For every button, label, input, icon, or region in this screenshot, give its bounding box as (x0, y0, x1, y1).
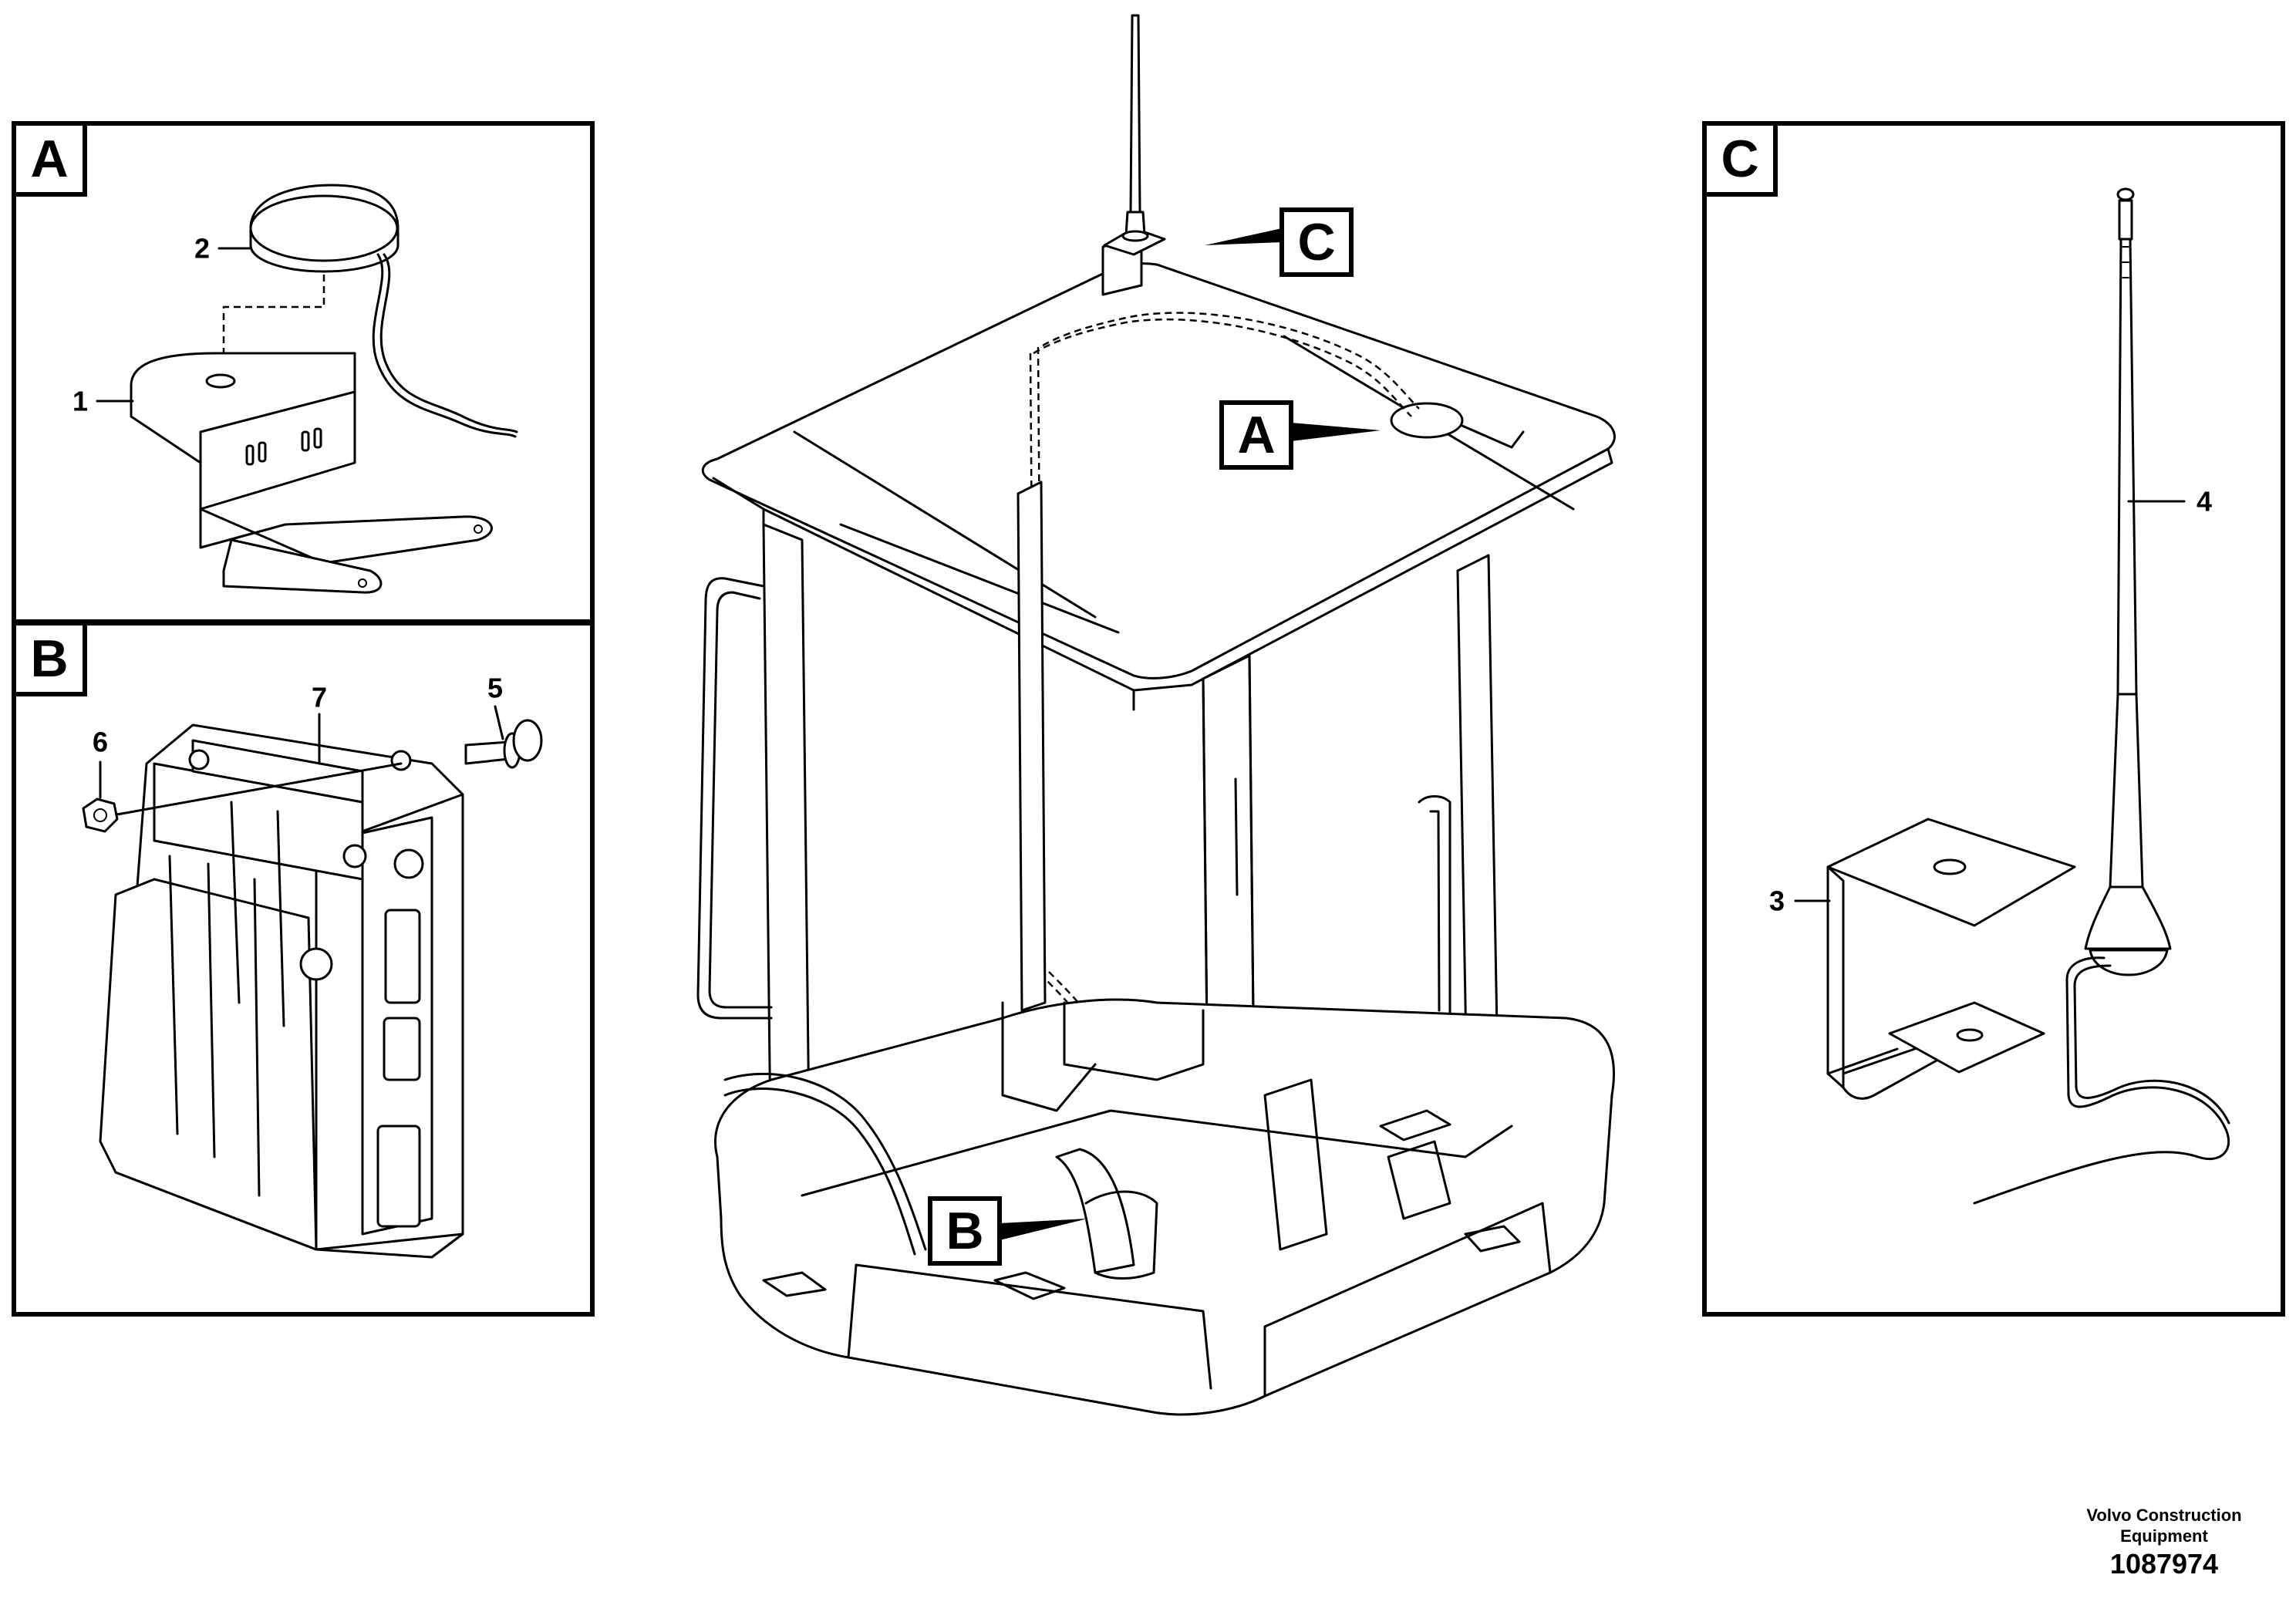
callout-b: B (928, 1196, 1087, 1266)
part-number-7: 7 (312, 682, 327, 713)
callout-c: C (1205, 207, 1354, 277)
screw-drawing (464, 719, 543, 769)
part-number-4: 4 (2197, 486, 2212, 518)
part-number-3: 3 (1769, 885, 1785, 917)
part-number-5: 5 (487, 673, 503, 704)
whip-antenna-drawing (1973, 187, 2230, 1205)
panel-c-letter: C (1721, 130, 1758, 188)
callout-a: A (1219, 400, 1381, 470)
antenna-bracket-c-drawing (1826, 818, 2076, 1100)
gps-antenna-drawing (222, 184, 518, 438)
part-number-2: 2 (194, 233, 210, 265)
brand-line-1: Volvo Construction (2086, 1506, 2241, 1525)
panel-a-letter: A (30, 130, 68, 188)
nut-drawing (82, 798, 119, 833)
figure-number: 1087974 (2110, 1548, 2218, 1580)
callout-b-letter: B (946, 1202, 983, 1260)
antenna-bracket-drawing (130, 352, 493, 594)
control-unit-drawing (99, 723, 464, 1259)
part-number-1: 1 (72, 386, 88, 417)
footer-brand: Volvo Construction Equipment 1087974 (2086, 1506, 2241, 1580)
detail-panel-a: A 2 1 (12, 121, 595, 624)
cab-frame-drawing (696, 14, 1616, 1416)
detail-panel-b: B (12, 621, 595, 1317)
panel-b-letter: B (30, 629, 68, 688)
brand-line-2: Equipment (2120, 1526, 2208, 1546)
part-number-6: 6 (93, 727, 108, 758)
callout-a-letter: A (1237, 406, 1275, 464)
callout-c-letter: C (1297, 213, 1335, 271)
detail-panel-c: C 4 3 (1702, 121, 2285, 1317)
